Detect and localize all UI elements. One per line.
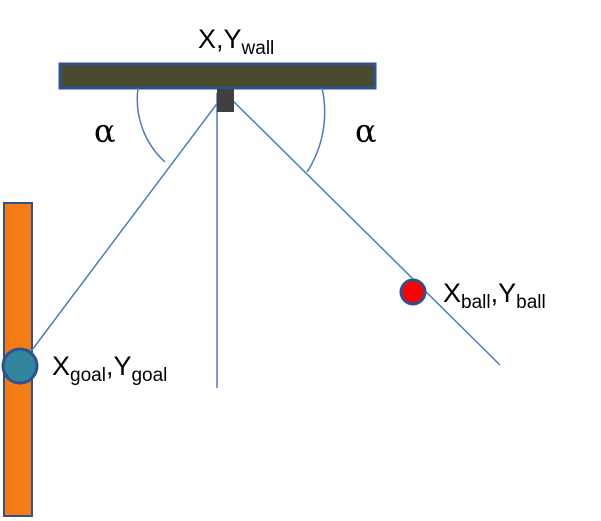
ball-label-y: Y bbox=[498, 278, 517, 308]
angle-label-right: α bbox=[355, 112, 377, 150]
angle-arc-right bbox=[306, 87, 326, 173]
wall-label-main: X,Y bbox=[198, 24, 242, 54]
goal-label-comma: , bbox=[105, 351, 114, 381]
wall-label-sub: wall bbox=[241, 38, 275, 59]
ball-label-y-sub: ball bbox=[516, 292, 546, 313]
angle-label-left: α bbox=[94, 112, 116, 150]
ray-to-goal bbox=[19, 92, 226, 367]
ball-coordinates-label: Xball,Yball bbox=[443, 278, 546, 313]
ball-label-x: X bbox=[443, 278, 462, 308]
goal-label-y-sub: goal bbox=[131, 365, 168, 386]
wall-coordinates-label: X,Ywall bbox=[198, 24, 274, 59]
ball-label-x-sub: ball bbox=[461, 292, 491, 313]
goal-label-x-sub: goal bbox=[70, 365, 106, 386]
ray-to-ball bbox=[224, 92, 501, 366]
ball-label-comma: , bbox=[490, 278, 499, 308]
wall-mount bbox=[217, 89, 234, 112]
ball bbox=[399, 278, 427, 306]
goal-label-x: X bbox=[52, 351, 71, 381]
goal-point bbox=[1, 347, 39, 385]
goal-label-y: Y bbox=[113, 351, 132, 381]
goal-coordinates-label: Xgoal,Ygoal bbox=[52, 351, 167, 386]
angle-arc-left bbox=[136, 87, 166, 163]
wall-bar bbox=[58, 62, 377, 90]
